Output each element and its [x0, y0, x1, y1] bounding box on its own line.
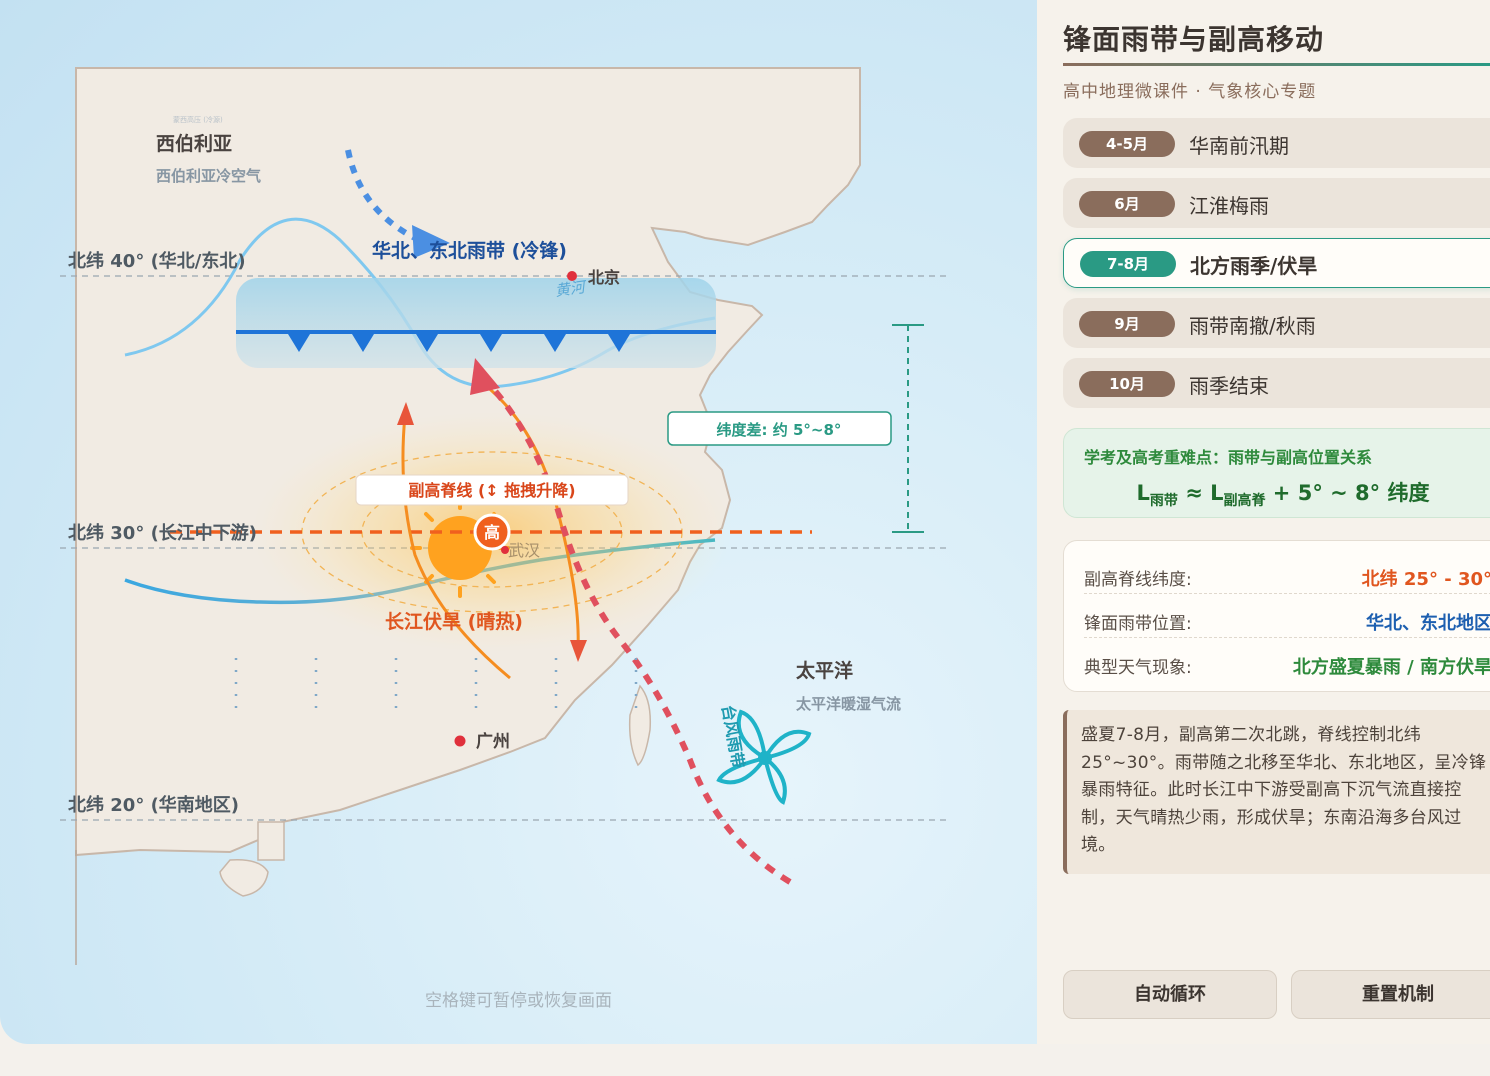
siberia-air-label: 西伯利亚冷空气 — [156, 167, 261, 185]
descending-flow-left — [401, 414, 511, 680]
guangzhou-dot — [454, 735, 466, 747]
descending-flow-left-head — [397, 402, 414, 425]
info-row-rainband: 锋面雨带位置: 华北、东北地区 — [1084, 593, 1490, 638]
beijing-dot — [567, 271, 577, 281]
formula-sub: 副高脊 — [1223, 493, 1266, 510]
month-item-7-8[interactable]: 7-8月 北方雨季/伏旱 — [1063, 238, 1490, 288]
siberia-high-label: 蒙西高压 (冷源) — [173, 115, 223, 124]
month-label: 雨季结束 — [1189, 374, 1269, 398]
high-pressure-marker[interactable] — [473, 513, 511, 551]
ridge-label[interactable]: 副高脊线 (↕ 拖拽升降) — [408, 481, 575, 500]
side-panel: 锋面雨带与副高移动 高中地理微课件 · 气象核心专题 4-5月 华南前汛期 6月… — [1037, 0, 1490, 1044]
siberia-label: 西伯利亚 — [156, 132, 232, 155]
month-badge: 9月 — [1079, 311, 1175, 337]
info-value: 北纬 25° - 30° — [1361, 569, 1490, 590]
formula-part: L — [1136, 481, 1150, 505]
map-canvas[interactable]: 纬度差: 约 5°~8° 副高脊线 (↕ 拖拽升降) 高 台风雨带 西伯利亚 西… — [0, 0, 1037, 1044]
beijing-label: 北京 — [588, 268, 620, 287]
month-label: 江淮梅雨 — [1189, 194, 1269, 218]
descending-flow-right-head — [570, 640, 587, 662]
title-underline — [1063, 63, 1490, 66]
description-text: 盛夏7-8月，副高第二次北跳，脊线控制北纬25°~30°。雨带随之北移至华北、东… — [1063, 710, 1490, 874]
info-value: 北方盛夏暴雨 / 南方伏旱 — [1292, 657, 1490, 678]
month-badge: 10月 — [1079, 371, 1175, 397]
month-item-4-5[interactable]: 4-5月 华南前汛期 — [1063, 118, 1490, 168]
lat-diff-label: 纬度差: 约 5°~8° — [717, 421, 842, 439]
exam-formula: L雨带 ≈ L副高脊 + 5° ~ 8° 纬度 — [1064, 477, 1490, 510]
month-label: 北方雨季/伏旱 — [1190, 254, 1318, 278]
pacific-airflow-arrow — [487, 383, 792, 885]
exam-keypoint-box: 学考及高考重难点：雨带与副高位置关系 L雨带 ≈ L副高脊 + 5° ~ 8° … — [1063, 428, 1490, 518]
keyboard-hint: 空格键可暂停或恢复画面 — [425, 991, 612, 1011]
month-badge: 7-8月 — [1080, 251, 1176, 277]
ridge-label-box — [355, 474, 629, 506]
formula-part: + 5° ~ 8° 纬度 — [1265, 481, 1430, 505]
lat40-label: 北纬 40° (华北/东北) — [68, 250, 246, 272]
siberia-flow-arrow — [345, 149, 417, 241]
info-value: 华北、东北地区 — [1366, 613, 1490, 634]
siberia-flow-head — [412, 225, 450, 258]
month-item-6[interactable]: 6月 江淮梅雨 — [1063, 178, 1490, 228]
rain-dots — [234, 658, 638, 710]
rainband-label: 华北、东北雨带 (冷锋) — [372, 239, 567, 262]
typhoon-icon — [716, 709, 812, 805]
month-label: 华南前汛期 — [1189, 134, 1289, 158]
month-label: 雨带南撤/秋雨 — [1189, 314, 1316, 338]
pacific-airflow-head — [470, 358, 500, 395]
info-key: 典型天气现象: — [1084, 658, 1192, 678]
taiwan-island — [628, 684, 652, 767]
cold-front-teeth — [288, 334, 630, 352]
formula-part: ≈ L — [1177, 481, 1224, 505]
info-key: 锋面雨带位置: — [1084, 614, 1192, 634]
huanghe-label: 黄河 — [554, 278, 589, 300]
reset-button[interactable]: 重置机制 — [1291, 970, 1490, 1019]
lat-diff-label-box — [667, 411, 892, 446]
pacific-label: 太平洋 — [796, 659, 853, 682]
guangzhou-label: 广州 — [476, 731, 510, 752]
month-item-10[interactable]: 10月 雨季结束 — [1063, 358, 1490, 408]
wuhan-label: 武汉 — [508, 541, 540, 560]
lat30-label: 北纬 30° (长江中下游) — [68, 522, 257, 544]
month-badge: 6月 — [1079, 191, 1175, 217]
high-pressure-label: 高 — [484, 523, 500, 542]
info-row-weather: 典型天气现象: 北方盛夏暴雨 / 南方伏旱 — [1084, 637, 1490, 681]
wuhan-dot — [501, 546, 509, 554]
info-box: 副高脊线纬度: 北纬 25° - 30° 锋面雨带位置: 华北、东北地区 典型天… — [1063, 540, 1490, 692]
rainband-area — [236, 278, 716, 368]
pacific-air-label: 太平洋暖湿气流 — [796, 695, 901, 713]
auto-cycle-button[interactable]: 自动循环 — [1063, 970, 1277, 1019]
descending-flow-right — [484, 383, 580, 649]
formula-sub: 雨带 — [1149, 493, 1178, 510]
lat20-label: 北纬 20° (华南地区) — [68, 794, 239, 816]
drought-label: 长江伏旱 (晴热) — [385, 610, 523, 633]
panel-title: 锋面雨带与副高移动 — [1063, 23, 1325, 56]
panel-subtitle: 高中地理微课件 · 气象核心专题 — [1063, 82, 1317, 102]
hainan-island — [219, 859, 269, 897]
month-list: 4-5月 华南前汛期 6月 江淮梅雨 7-8月 北方雨季/伏旱 9月 雨带南撤/… — [1063, 118, 1490, 418]
land-notch — [257, 821, 285, 861]
map-panel[interactable]: 纬度差: 约 5°~8° 副高脊线 (↕ 拖拽升降) 高 台风雨带 西伯利亚 西… — [0, 0, 1037, 1044]
lat-diff-bracket — [892, 324, 924, 533]
month-badge: 4-5月 — [1079, 131, 1175, 157]
info-row-ridge: 副高脊线纬度: 北纬 25° - 30° — [1084, 549, 1490, 594]
info-key: 副高脊线纬度: — [1084, 570, 1192, 590]
month-item-9[interactable]: 9月 雨带南撤/秋雨 — [1063, 298, 1490, 348]
exam-title: 学考及高考重难点：雨带与副高位置关系 — [1084, 448, 1373, 467]
